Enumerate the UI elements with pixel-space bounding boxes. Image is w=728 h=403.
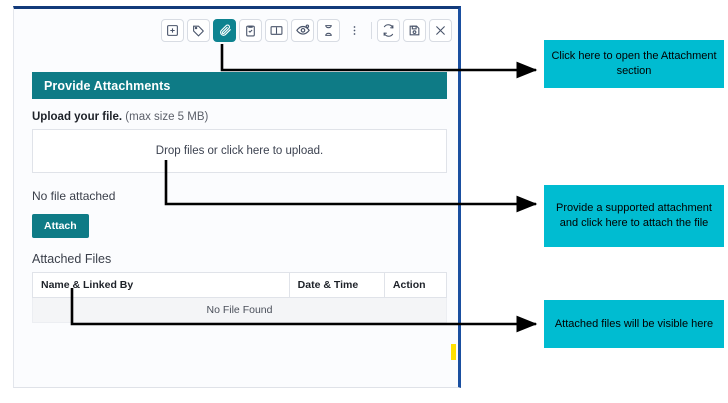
toolbar-divider [371,21,372,39]
hourglass-icon[interactable] [317,18,340,42]
eye-icon[interactable] [291,18,314,42]
highlight-marker [451,344,456,360]
file-dropzone[interactable]: Drop files or click here to upload. [32,129,447,173]
table-header-row: Name & Linked By Date & Time Action [32,272,448,298]
application-panel: Provide Attachments Upload your file. (m… [13,6,461,388]
attachments-section: Provide Attachments Upload your file. (m… [14,48,458,387]
upload-file-size-note: (max size 5 MB) [122,111,209,123]
column-header-action[interactable]: Action [383,272,448,298]
attach-button[interactable]: Attach [32,214,89,238]
refresh-icon[interactable] [377,18,400,42]
attached-files-title: Attached Files [32,252,112,266]
column-header-date-time[interactable]: Date & Time [288,272,385,298]
callout-open-attachment-section: Click here to open the Attachment sectio… [544,40,724,88]
empty-row-text: No File Found [32,297,447,323]
callout-attached-files-visible: Attached files will be visible here [544,300,724,348]
callout-attach-the-file: Provide a supported attachment and click… [544,185,724,247]
record-toolbar [14,12,458,48]
tag-icon[interactable] [187,18,210,42]
upload-file-label: Upload your file. (max size 5 MB) [32,111,208,123]
close-icon[interactable] [429,18,452,42]
book-icon[interactable] [265,18,288,42]
no-file-attached-status: No file attached [32,189,116,203]
save-icon[interactable] [403,18,426,42]
paperclip-icon[interactable] [213,18,236,42]
clipboard-check-icon[interactable] [239,18,262,42]
column-header-name-linked-by[interactable]: Name & Linked By [32,272,290,298]
section-title: Provide Attachments [32,72,447,99]
add-note-icon[interactable] [161,18,184,42]
dropzone-text: Drop files or click here to upload. [155,145,324,157]
more-vertical-icon[interactable] [343,19,366,42]
attached-files-table: Name & Linked By Date & Time Action No F… [32,272,448,323]
table-empty-row: No File Found [32,297,447,323]
upload-file-label-bold: Upload your file. [32,111,123,123]
